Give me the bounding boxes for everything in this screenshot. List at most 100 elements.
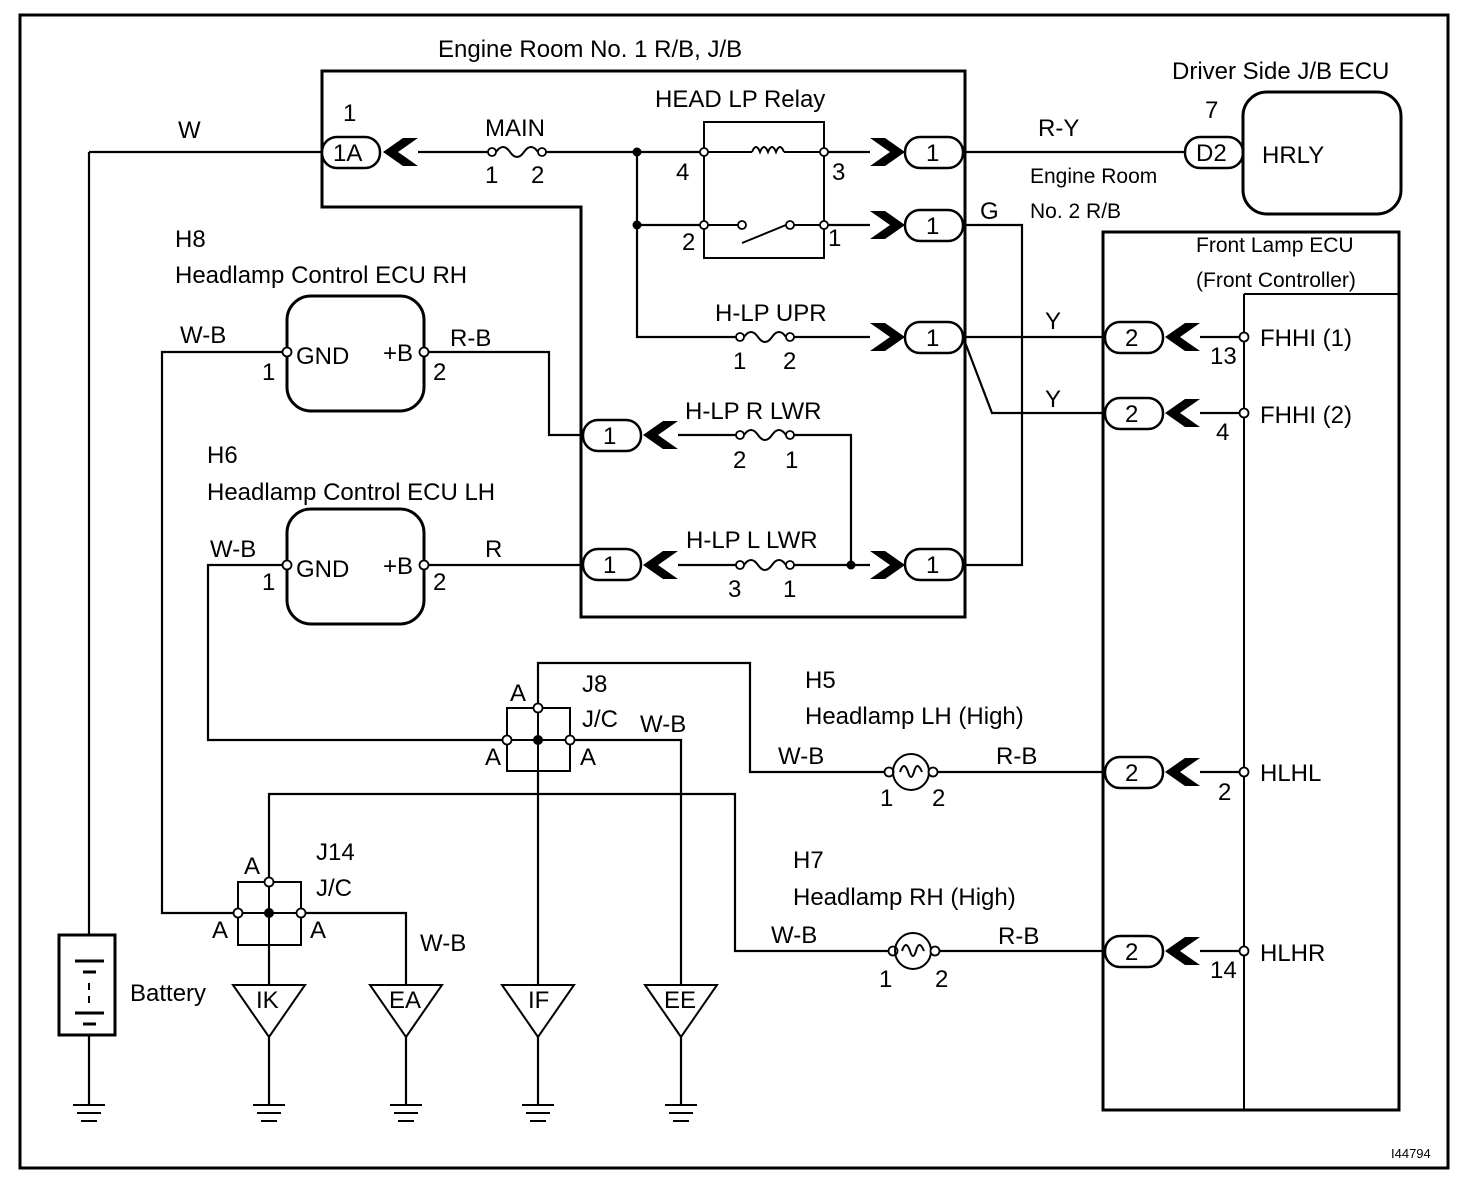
terminal-hlhl-pin: 2	[1218, 779, 1231, 806]
driver-side-jb-ecu-box	[1241, 90, 1403, 216]
wire-j14-h7	[267, 792, 889, 953]
fuse-rlwr-label: H-LP R LWR	[685, 398, 821, 425]
h5-pin-a-label: 1	[880, 785, 893, 812]
h8-b-pin: 2	[433, 359, 446, 386]
j14-pin-top	[263, 876, 275, 888]
fuse-llwr-pin-b-label: 1	[783, 576, 796, 603]
head-lp-relay-label: HEAD LP Relay	[655, 86, 825, 113]
relay-pin-3	[819, 147, 829, 157]
ground-symbol-if	[522, 1104, 554, 1122]
fuse-llwr-pin-b	[785, 560, 795, 570]
terminal-hlhr-pin: 14	[1210, 957, 1237, 984]
relay-pin-1-label: 1	[828, 225, 841, 252]
diagram-frame	[18, 13, 1450, 1170]
relay-pin-4-label: 4	[676, 159, 689, 186]
engine-room-no1-title: Engine Room No. 1 R/B, J/B	[438, 36, 742, 63]
front-lamp-ecu-title2: (Front Controller)	[1196, 269, 1356, 292]
h7-pin-b-label: 2	[935, 966, 948, 993]
ground-if-triangle	[500, 984, 576, 1039]
relay-pin-2-label: 2	[682, 229, 695, 256]
connector-out-4-label: 1	[603, 423, 616, 450]
h7-pin-b	[929, 945, 941, 957]
arrow-out-1	[870, 138, 905, 166]
fuse-upr-pin-b	[785, 332, 795, 342]
terminal-hlhr: HLHR	[1260, 940, 1325, 967]
main-fuse-pin-b-label: 2	[531, 162, 544, 189]
ground-if: IF	[500, 984, 576, 1122]
wire-label-y-1: Y	[1045, 308, 1061, 335]
figure-id: I44794	[1391, 1146, 1431, 1161]
ground-ea-triangle	[368, 984, 444, 1039]
h6-code: H6	[207, 442, 238, 469]
j8-type: J/C	[582, 706, 618, 733]
arrow-fhhi2	[1165, 399, 1200, 427]
wire-g-loop	[963, 223, 1024, 567]
j14-center-dot	[264, 908, 274, 918]
h6-pin-b	[418, 559, 430, 571]
relay-pin-3-label: 3	[832, 159, 845, 186]
j14-pin-right-label: A	[310, 917, 326, 944]
wire-label-r-y: R-Y	[1038, 115, 1079, 142]
j8-center-dot	[533, 735, 543, 745]
engine-room-no2-line1: Engine Room	[1030, 165, 1157, 188]
arrow-out-2	[870, 211, 905, 239]
connector-out-6-label: 1	[926, 552, 939, 579]
main-fuse	[495, 146, 539, 158]
arrow-out-3	[870, 323, 905, 351]
connector-1a-pin: 1	[343, 100, 356, 127]
wire-h6-gnd	[206, 563, 504, 742]
connector-out-2-label: 1	[926, 213, 939, 240]
fuse-llwr-label: H-LP L LWR	[686, 527, 818, 554]
junction-dot-lwr	[846, 560, 856, 570]
front-lamp-ecu-outer	[1101, 230, 1401, 1112]
terminal-fhhi2-pin: 4	[1216, 419, 1229, 446]
h8-code: H8	[175, 226, 206, 253]
h5-name: Headlamp LH (High)	[805, 703, 1024, 730]
fuse-rlwr-pin-b	[785, 430, 795, 440]
ecu-connector-fhhi1	[1103, 320, 1165, 355]
wire-label-j8-wb: W-B	[640, 711, 686, 738]
j14-pin-left-label: A	[212, 917, 228, 944]
h7-pin-a-label: 1	[879, 966, 892, 993]
ground-ee: EE	[643, 984, 719, 1122]
wire-main-branch	[635, 152, 736, 339]
j14-code: J14	[316, 839, 355, 866]
relay-pin-2	[699, 220, 709, 230]
fuse-upr-pin-a-label: 1	[733, 348, 746, 375]
front-lamp-ecu-inner	[1243, 293, 1399, 1110]
arrow-fhhi1	[1165, 323, 1200, 351]
wire-h8-b	[428, 350, 583, 437]
wire-label-h8-b: R-B	[450, 325, 491, 352]
fuse-upr	[743, 331, 787, 343]
wire-label-h7-b: R-B	[998, 923, 1039, 950]
wire-label-j14-wb: W-B	[420, 930, 466, 957]
j8-pin-left-label: A	[485, 744, 501, 771]
fuse-rlwr-pin-a	[735, 430, 745, 440]
h5-pin-b	[927, 766, 939, 778]
ground-symbol-battery	[73, 1104, 105, 1122]
ground-symbol-ee	[665, 1104, 697, 1122]
j8-pin-left	[501, 734, 513, 746]
ground-ik: IK	[231, 984, 307, 1122]
fuse-upr-label: H-LP UPR	[715, 300, 827, 327]
wire-label-h8-gnd: W-B	[180, 322, 226, 349]
h6-b-pin: 2	[433, 569, 446, 596]
fuse-rlwr	[743, 429, 787, 441]
j8-pin-top	[532, 702, 544, 714]
driver-side-jb-pin: 7	[1205, 97, 1218, 124]
ground-ea-label: EA	[389, 987, 421, 1014]
main-fuse-pin-b	[537, 147, 547, 157]
h6-b-label: +B	[383, 553, 413, 580]
h7-code: H7	[793, 847, 824, 874]
j14-pin-right	[295, 907, 307, 919]
ground-symbol-ik	[253, 1104, 285, 1122]
relay-pin-1	[819, 220, 829, 230]
arrow-hlhr	[1165, 937, 1200, 965]
arrow-out-6	[870, 551, 905, 579]
h8-b-label: +B	[383, 340, 413, 367]
h6-pin-gnd	[281, 559, 293, 571]
h7-name: Headlamp RH (High)	[793, 884, 1016, 911]
ecu-connector-hlhl-label: 2	[1125, 760, 1138, 787]
engine-room-no2-line2: No. 2 R/B	[1030, 200, 1121, 223]
